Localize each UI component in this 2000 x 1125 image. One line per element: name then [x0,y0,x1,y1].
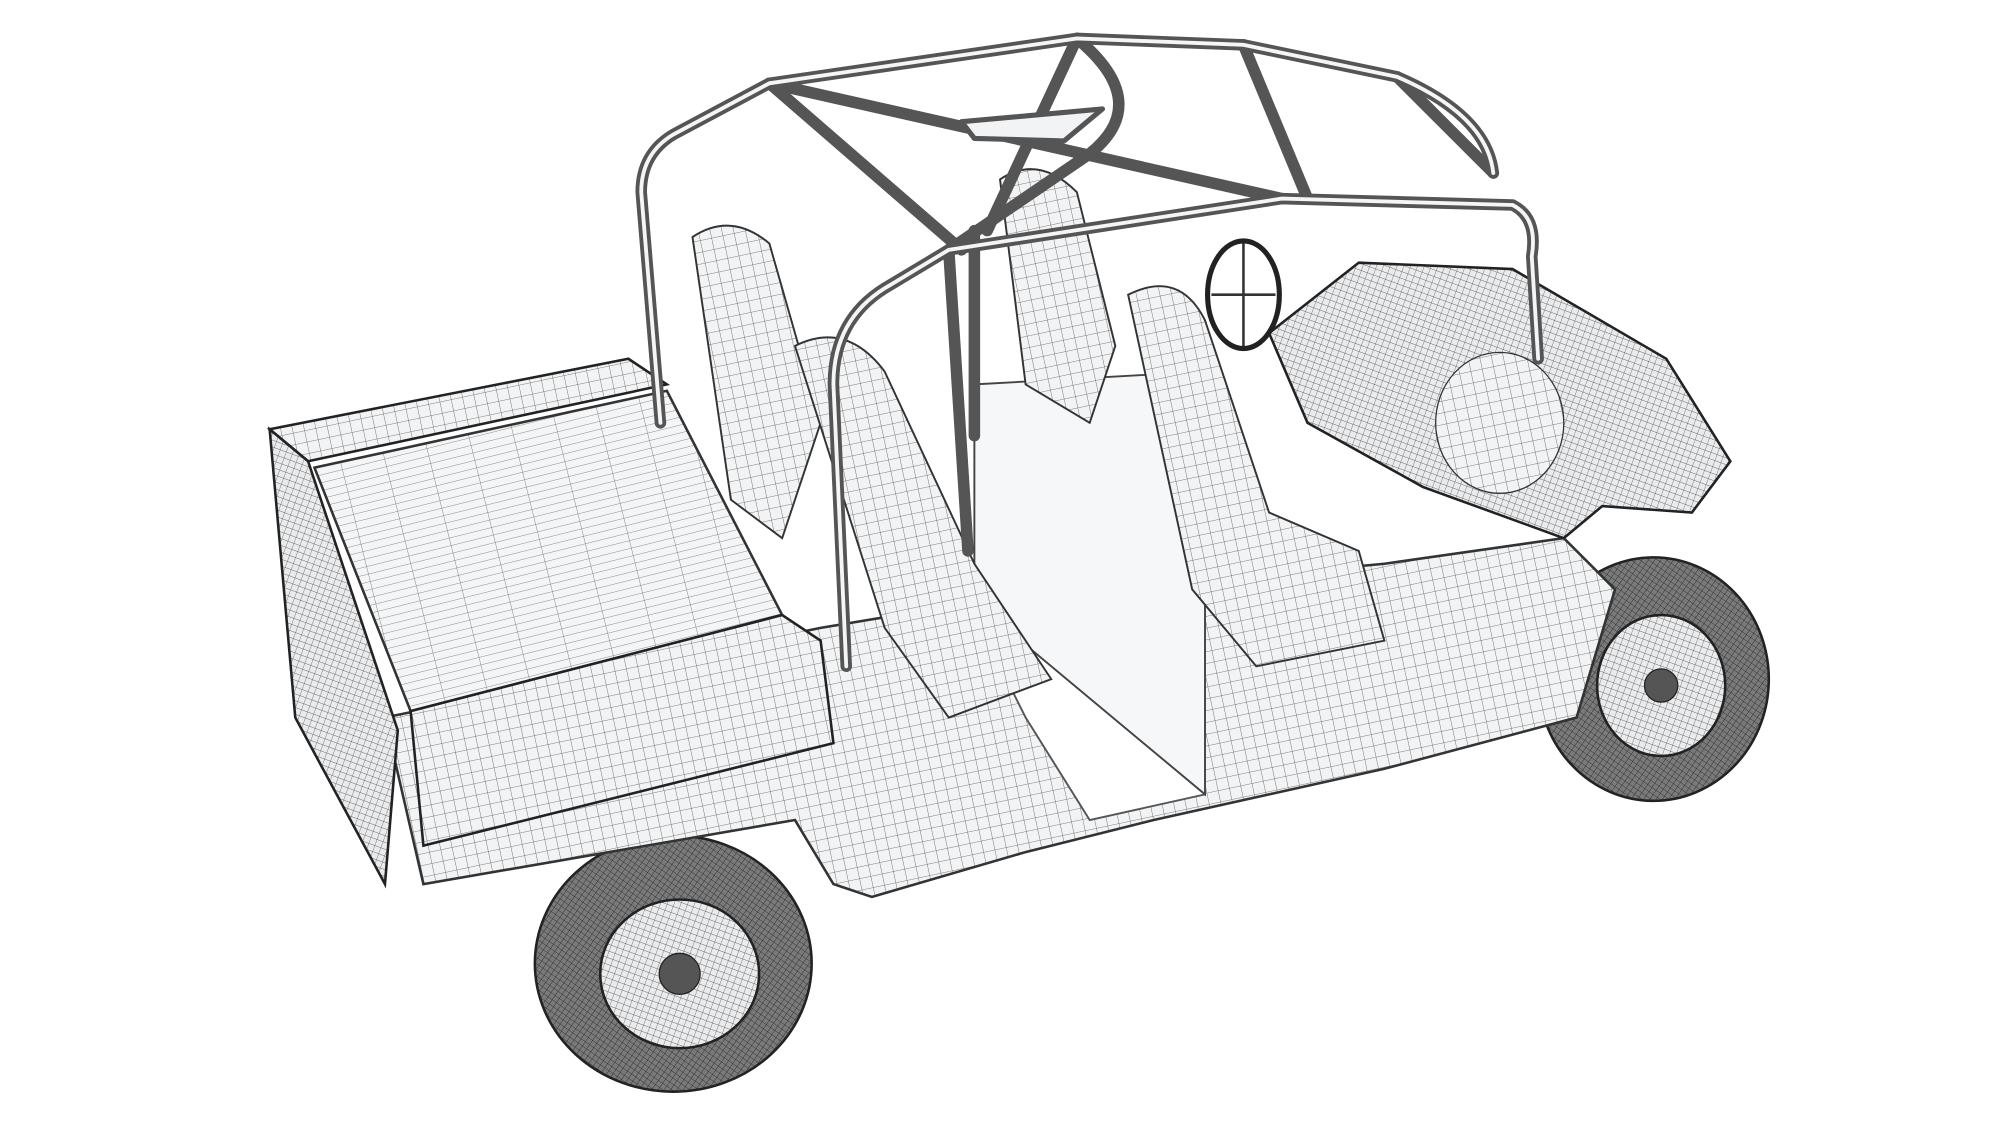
roll-cage-wire [639,36,1541,669]
seat-base-panel [973,370,1206,797]
steering-wheel [1205,238,1282,352]
rear-wheel [533,834,813,1093]
cargo-bed [266,357,835,889]
dashboard-hood [1267,261,1732,540]
rear-seats [691,224,1053,719]
